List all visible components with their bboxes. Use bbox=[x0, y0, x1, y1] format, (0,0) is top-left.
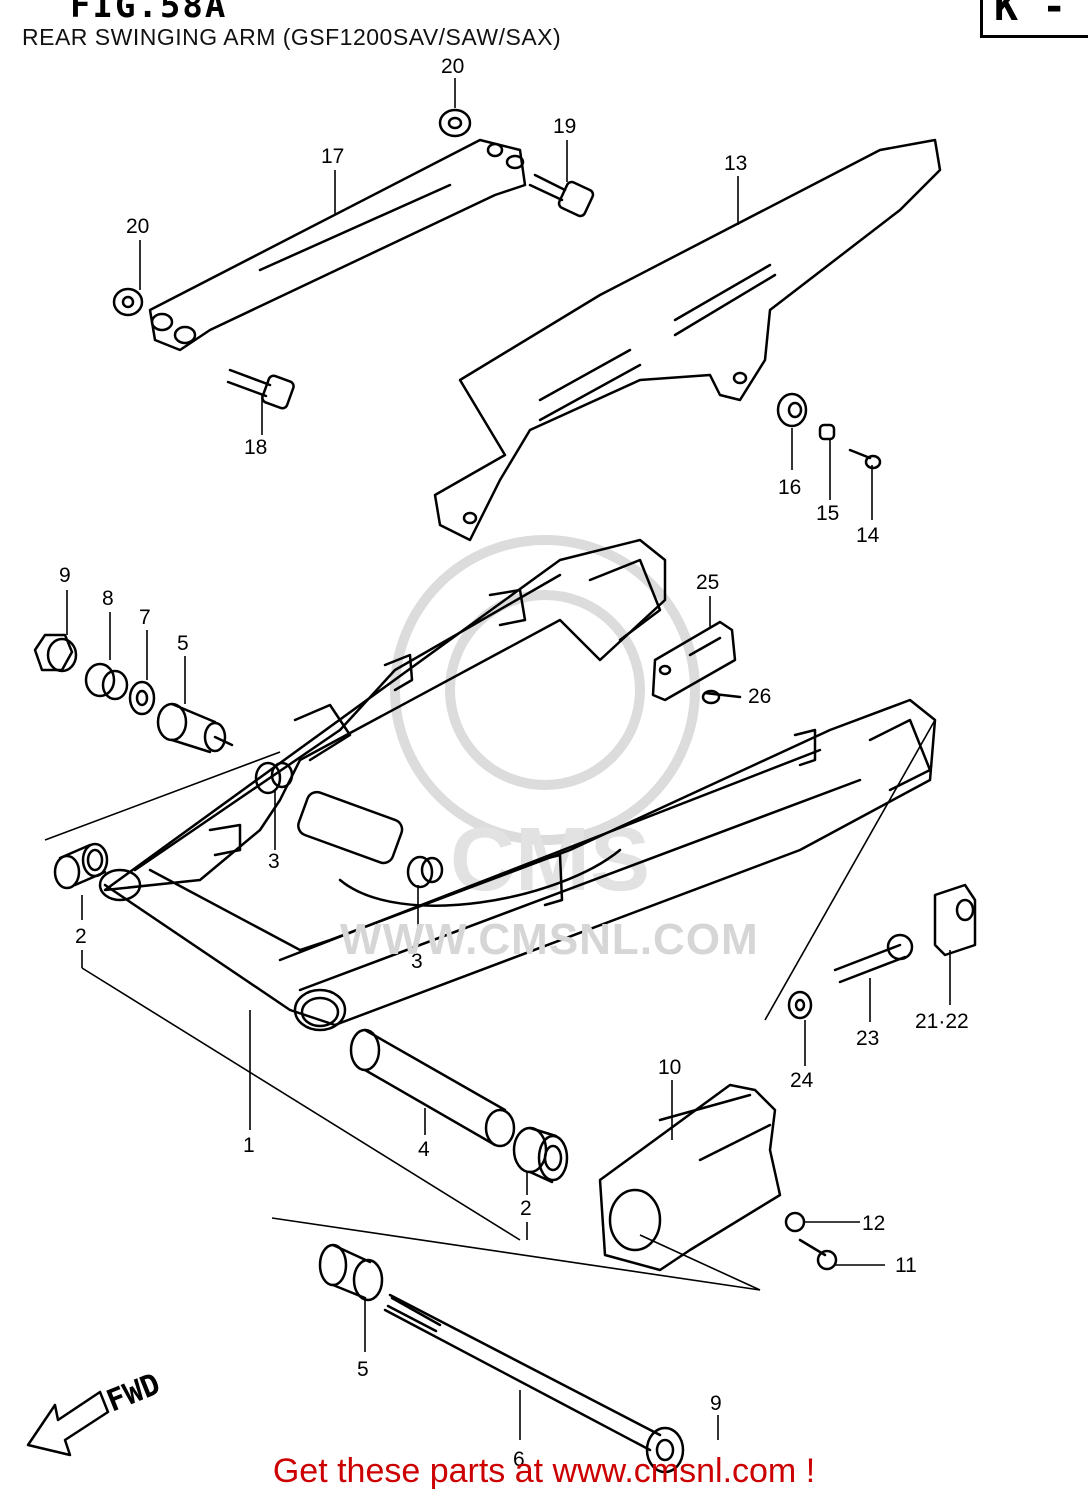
callout-18: 18 bbox=[244, 436, 267, 459]
forward-arrow-icon bbox=[26, 1390, 110, 1457]
callout-3-lower: 3 bbox=[411, 950, 423, 973]
clip-21-22 bbox=[933, 883, 977, 957]
spacer-5-top bbox=[156, 702, 234, 754]
callout-9-top: 9 bbox=[59, 564, 71, 587]
callout-labels: 20 19 17 13 20 18 16 15 14 9 8 7 5 25 26… bbox=[59, 55, 969, 1471]
callout-16: 16 bbox=[778, 476, 801, 499]
nut-9-lower bbox=[645, 1426, 685, 1474]
callout-21-22: 21·22 bbox=[915, 1010, 969, 1033]
bolt-19 bbox=[528, 173, 595, 218]
callout-10: 10 bbox=[658, 1056, 681, 1079]
callout-3-upper: 3 bbox=[268, 850, 280, 873]
footer-cta-link[interactable]: Get these parts at www.cmsnl.com ! bbox=[272, 1452, 816, 1490]
collar-15 bbox=[818, 423, 836, 441]
callout-23: 23 bbox=[856, 1027, 879, 1050]
figure-title: FIG.58A bbox=[70, 0, 228, 26]
bolt-23 bbox=[833, 933, 914, 984]
fwd-label: FWD bbox=[102, 1367, 165, 1420]
watermark-text: WWW.CMSNL.COM bbox=[340, 915, 759, 964]
bearing-2-lower bbox=[512, 1126, 569, 1184]
callout-25: 25 bbox=[696, 571, 719, 594]
cms-watermark-letters: CMS bbox=[450, 810, 650, 910]
screw-14 bbox=[848, 448, 882, 470]
callout-26: 26 bbox=[748, 685, 771, 708]
spacer-5-lower bbox=[318, 1243, 384, 1302]
callout-15: 15 bbox=[816, 502, 839, 525]
torque-rod-17 bbox=[148, 138, 527, 352]
callout-9-lower: 9 bbox=[710, 1392, 722, 1415]
callout-17: 17 bbox=[321, 145, 344, 168]
callout-7: 7 bbox=[139, 606, 151, 629]
bushing-3-lower bbox=[406, 855, 444, 889]
bushing-3-upper bbox=[254, 761, 294, 795]
callout-14: 14 bbox=[856, 524, 880, 547]
callout-5-top: 5 bbox=[177, 632, 189, 655]
bolt-18 bbox=[226, 368, 295, 410]
nut-24 bbox=[787, 990, 813, 1020]
plate-25 bbox=[651, 620, 737, 702]
pivot-shaft-6 bbox=[383, 1293, 662, 1452]
nut-20-top bbox=[438, 108, 472, 138]
bolt-11 bbox=[798, 1238, 838, 1271]
callout-11: 11 bbox=[895, 1254, 917, 1277]
callout-20-top: 20 bbox=[441, 55, 464, 78]
callout-12: 12 bbox=[862, 1212, 885, 1235]
callout-5-lower: 5 bbox=[357, 1358, 369, 1381]
collar-8 bbox=[84, 662, 129, 701]
callout-20-left: 20 bbox=[126, 215, 149, 238]
figure-subtitle: REAR SWINGING ARM (GSF1200SAV/SAW/SAX) bbox=[22, 24, 562, 50]
chain-case-13 bbox=[433, 138, 942, 542]
corner-label: K - bbox=[994, 0, 1067, 30]
callout-4: 4 bbox=[418, 1138, 430, 1161]
nut-9-top bbox=[33, 633, 78, 673]
callout-24: 24 bbox=[790, 1069, 814, 1092]
screw-26 bbox=[701, 689, 742, 705]
callout-1: 1 bbox=[243, 1134, 255, 1157]
chain-buffer-10 bbox=[598, 1083, 782, 1272]
washer-7 bbox=[128, 680, 156, 716]
nut-20-left bbox=[112, 287, 144, 317]
bush-16 bbox=[776, 392, 808, 428]
collar-12 bbox=[784, 1211, 806, 1233]
leader-lines bbox=[44, 78, 951, 1440]
callout-2-left: 2 bbox=[75, 925, 87, 948]
callout-19: 19 bbox=[553, 115, 576, 138]
bearing-2-left bbox=[53, 842, 109, 890]
corner-frame bbox=[980, 0, 1088, 38]
swing-arm-1 bbox=[98, 538, 937, 1032]
callout-8: 8 bbox=[102, 587, 114, 610]
callout-6: 6 bbox=[513, 1448, 525, 1471]
pivot-pipe-4 bbox=[349, 1028, 516, 1148]
callout-13: 13 bbox=[724, 152, 747, 175]
callout-2-lower: 2 bbox=[520, 1197, 532, 1220]
